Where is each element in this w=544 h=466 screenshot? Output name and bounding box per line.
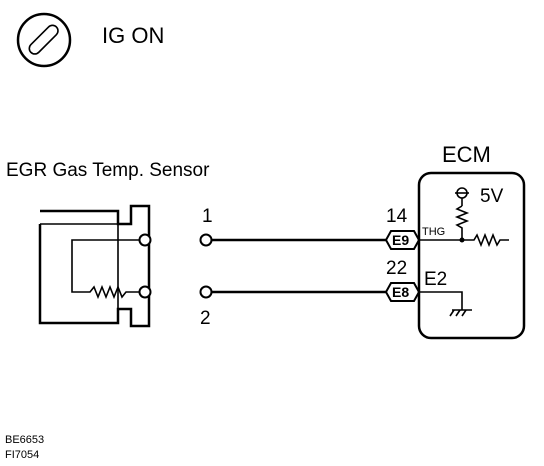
harness-terminal-2 <box>199 285 213 299</box>
ecm-box <box>417 171 526 340</box>
sensor-title: EGR Gas Temp. Sensor <box>6 160 210 181</box>
code-line-1: BE6653 <box>5 434 44 446</box>
connector-e9: E9 <box>384 230 421 250</box>
ignition-key-icon <box>16 12 72 68</box>
ground-icon <box>419 291 472 317</box>
pin-1-label: 1 <box>202 206 213 227</box>
ignition-label: IG ON <box>102 23 164 48</box>
connector-e9-label: E9 <box>392 232 409 248</box>
sensor-thermistor <box>71 239 145 300</box>
ecm-pin-22-label: 22 <box>386 258 407 279</box>
sensor-terminal-1 <box>138 233 152 247</box>
code-line-2: FI7054 <box>5 449 39 461</box>
ecm-thg-label: THG <box>422 226 445 238</box>
ecm-supply <box>419 187 509 248</box>
ecm-e2-label: E2 <box>424 269 447 290</box>
sensor-body <box>38 204 151 328</box>
connector-e8: E8 <box>384 282 421 302</box>
ecm-title: ECM <box>442 142 491 167</box>
sensor-terminal-2 <box>138 285 152 299</box>
ecm-supply-label: 5V <box>480 186 504 207</box>
ecm-pin-14-label: 14 <box>386 206 408 227</box>
pin-2-label: 2 <box>200 308 211 329</box>
connector-e8-label: E8 <box>392 284 409 300</box>
harness-terminal-1 <box>199 233 213 247</box>
